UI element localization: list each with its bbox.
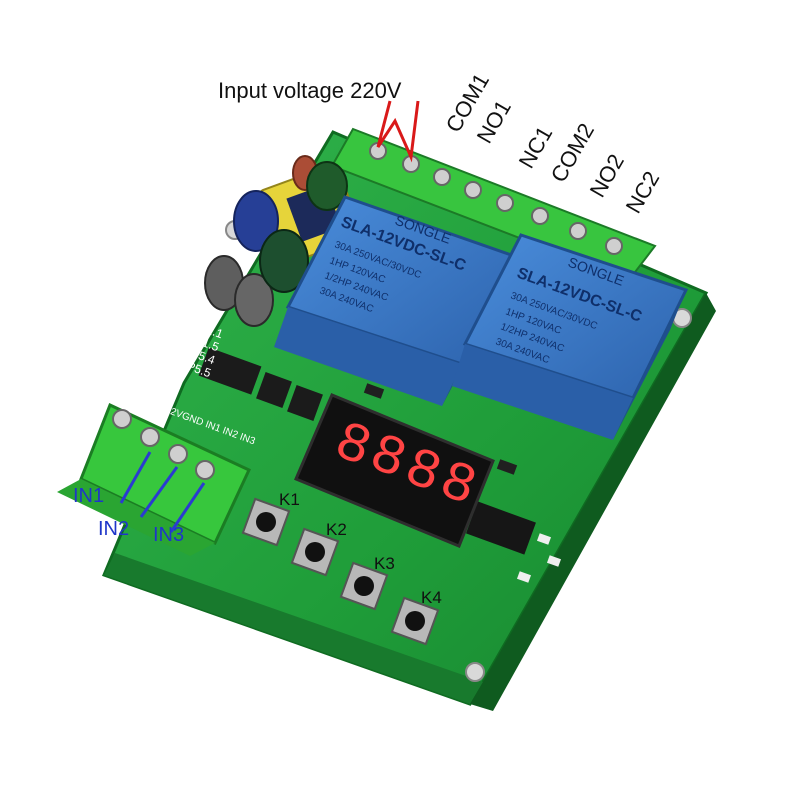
- smd-component: [546, 555, 562, 567]
- terminal-label-nc2: NC2: [621, 167, 665, 218]
- terminal-label-no2: NO2: [585, 150, 629, 202]
- capacitor: [233, 190, 279, 252]
- key-k1-label: K1: [279, 490, 300, 509]
- input-terminal-block: +12VGND IN1 IN2 IN3: [57, 402, 257, 556]
- ic-chip: [466, 501, 536, 555]
- callout-lines: [119, 100, 420, 533]
- relay-1: SONGLE SLA-12VDC-SL-C 30A 250VAC/30VDC 1…: [274, 195, 520, 406]
- input-callout-line: [169, 482, 206, 533]
- ic-chip: [287, 385, 323, 421]
- smd-component: [536, 533, 552, 545]
- capacitor: [234, 273, 274, 327]
- push-buttons: K1 K2 K3 K4: [241, 490, 442, 646]
- input-voltage-arrow: [376, 100, 420, 163]
- input-label-in1: IN1: [73, 485, 104, 507]
- input-label-in3: IN3: [153, 524, 184, 546]
- capacitor: [306, 161, 348, 211]
- terminal-screw: [531, 207, 549, 225]
- input-screw: [195, 460, 215, 480]
- input-labels: IN1 IN2 IN3: [73, 485, 184, 546]
- smd-component: [516, 571, 532, 583]
- key-k4[interactable]: K4: [390, 588, 442, 646]
- smd-component: [496, 459, 518, 475]
- terminal-screw: [433, 168, 451, 186]
- key-k2[interactable]: K2: [290, 520, 347, 577]
- terminal-screw: [464, 181, 482, 199]
- board-components: [198, 347, 562, 583]
- relay-2: SONGLE SLA-12VDC-SL-C 30A 250VAC/30VDC 1…: [452, 233, 689, 440]
- terminal-screw: [496, 194, 514, 212]
- key-k4-label: K4: [421, 588, 442, 607]
- input-callout-line: [139, 466, 179, 518]
- capacitor: [259, 229, 309, 293]
- terminal-screw: [605, 237, 623, 255]
- terminal-block: [330, 127, 657, 282]
- ic-chip: [198, 347, 262, 395]
- key-k3[interactable]: K3: [339, 554, 395, 611]
- key-k2-label: K2: [326, 520, 347, 539]
- smd-component: [363, 383, 385, 399]
- seven-segment-display: 8 8 8 8: [294, 393, 495, 548]
- input-label-in2: IN2: [98, 518, 129, 540]
- key-k3-label: K3: [374, 554, 395, 573]
- terminal-screw: [569, 222, 587, 240]
- mounting-hole: [465, 662, 485, 682]
- input-screw: [112, 409, 132, 429]
- input-screw: [168, 444, 188, 464]
- input-callout-line: [119, 451, 152, 504]
- ic-chip: [256, 372, 292, 408]
- top-terminal-blocks: [330, 127, 657, 282]
- input-voltage-label: Input voltage 220V: [218, 78, 402, 103]
- input-screw: [140, 427, 160, 447]
- key-k1[interactable]: K1: [241, 490, 300, 547]
